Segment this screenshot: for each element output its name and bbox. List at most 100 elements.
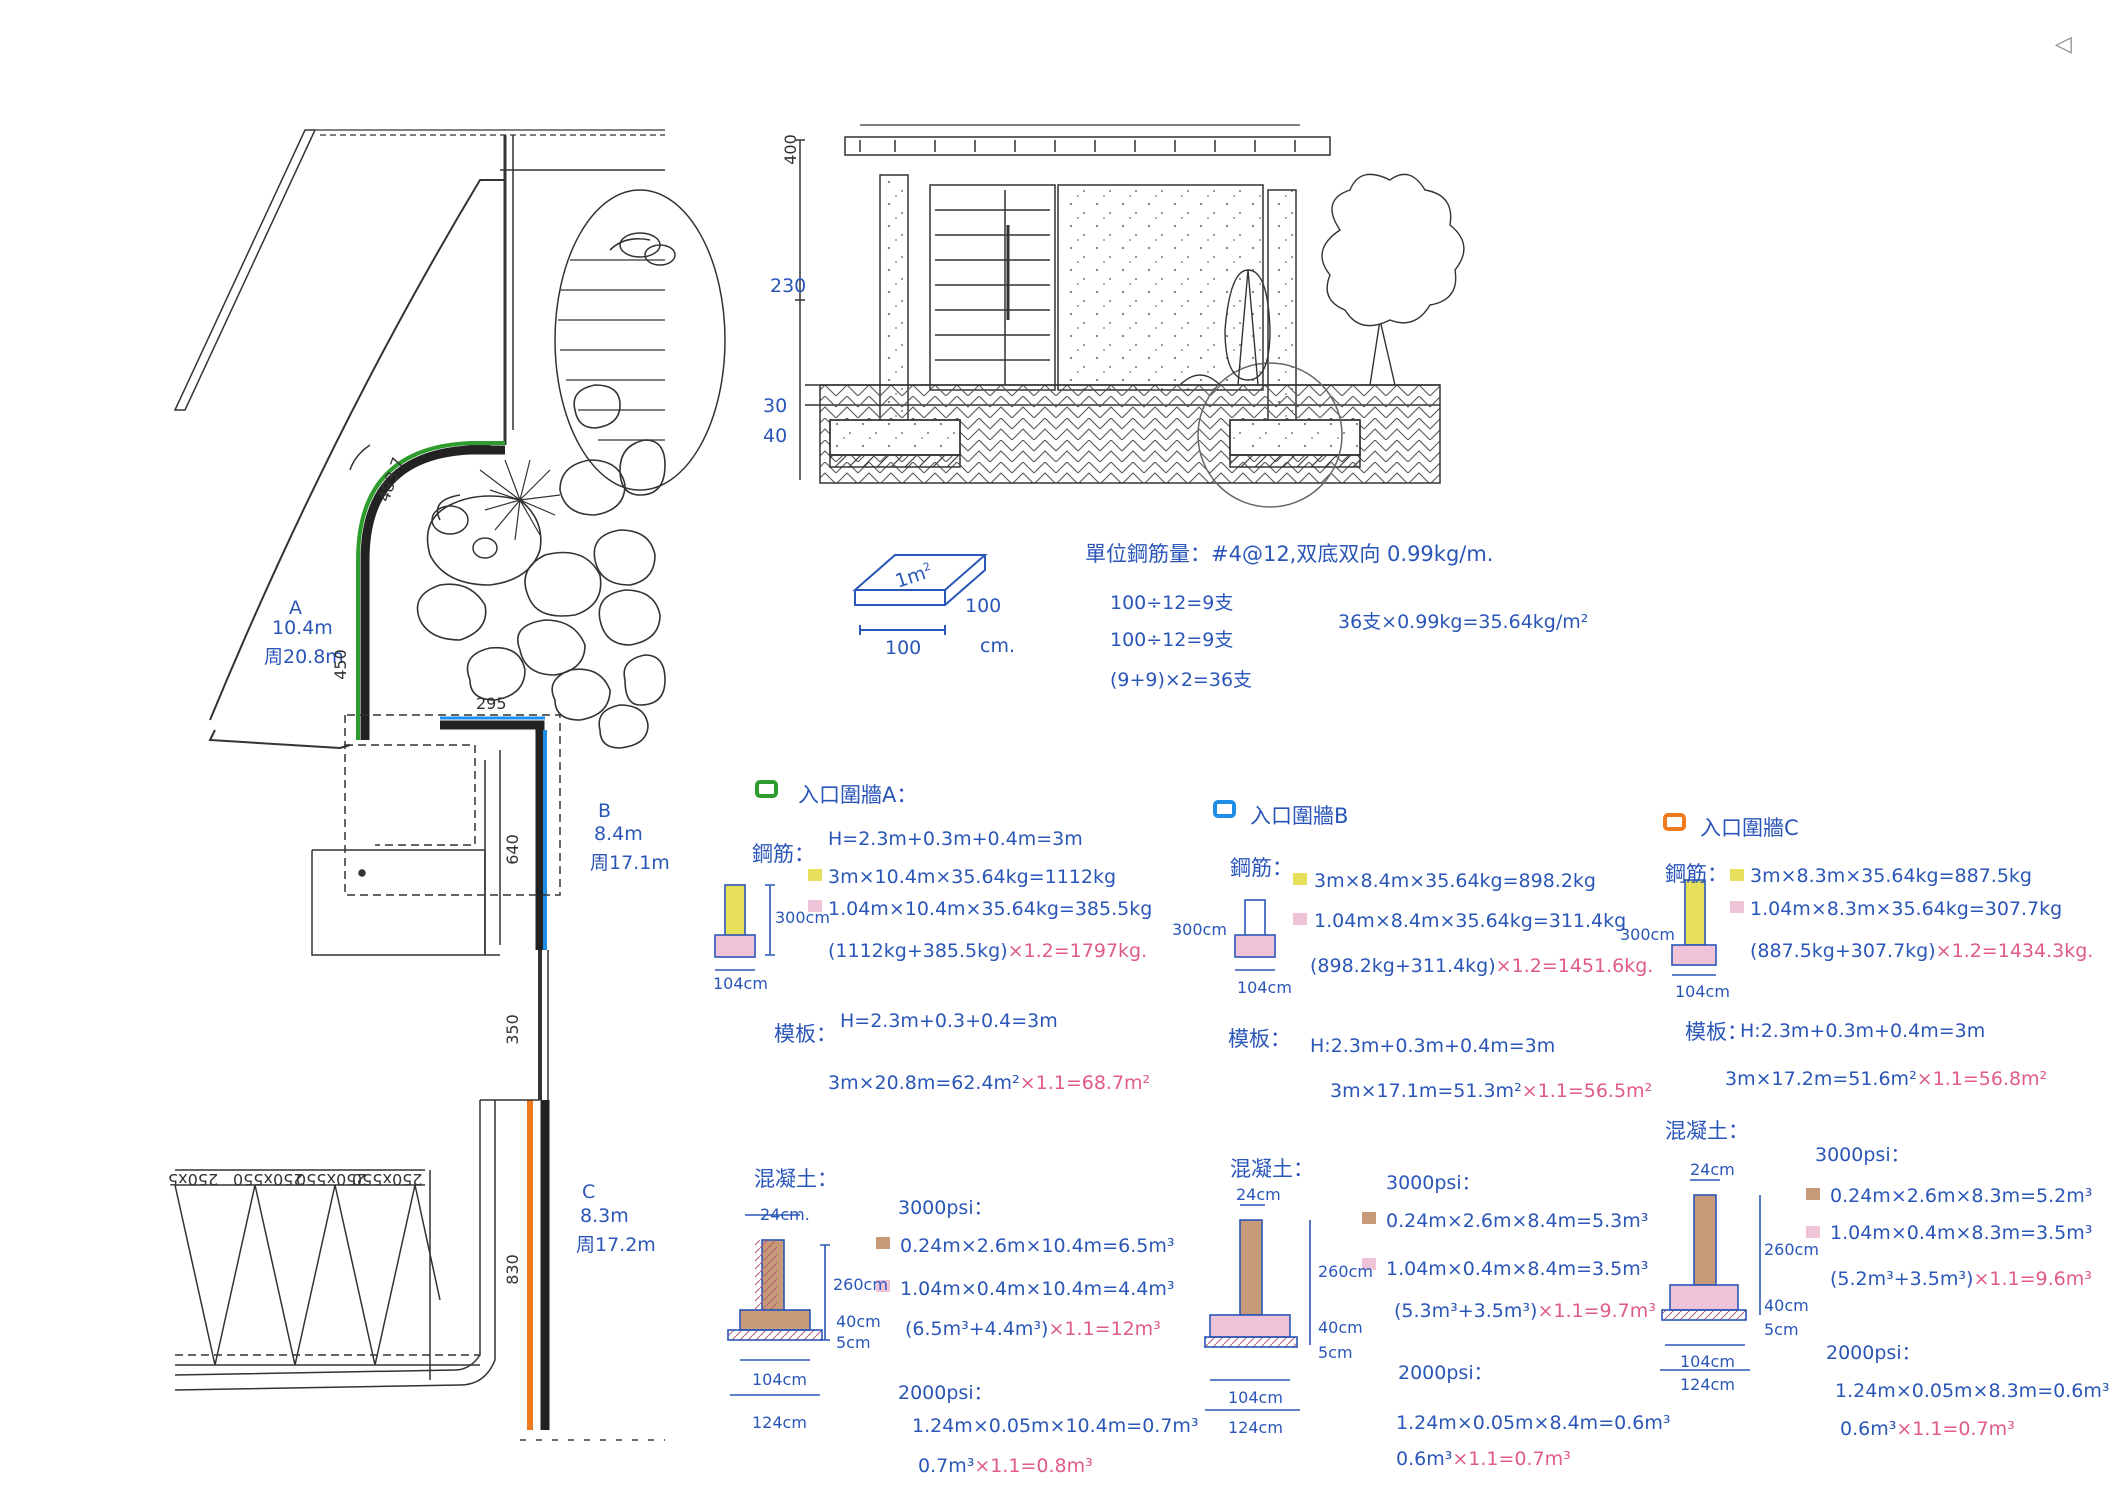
wall-a-title: 入口圍牆A： xyxy=(798,783,918,807)
wall-a-form-label: 模板： xyxy=(774,1022,837,1046)
tile-label-2: 250x550 xyxy=(233,1170,304,1189)
wall-b-footing-h5: 5cm xyxy=(1318,1343,1353,1362)
wall-c-footing-h40: 40cm xyxy=(1764,1296,1809,1315)
wall-a-c2-line1: 1.24m×0.05m×10.4m=0.7m³ xyxy=(912,1415,1199,1437)
wall-c-footing-w104: 104cm xyxy=(1680,1352,1735,1371)
wall-elevations xyxy=(714,879,1717,976)
wall-a-footing-top: 24cm. xyxy=(760,1205,810,1224)
wall-b-elev-height: 300cm xyxy=(1172,920,1227,939)
wall-a-rebar-sum: (1112kg+385.5kg) xyxy=(828,940,1008,962)
wall-a-form-height: H=2.3m+0.3+0.4=3m xyxy=(840,1010,1058,1032)
wall-a-psi2000: 2000psi： xyxy=(898,1382,993,1404)
wall-a-c-line1: 0.24m×2.6m×10.4m=6.5m³ xyxy=(900,1235,1175,1257)
wall-a-c2-total: ×1.1=0.8m³ xyxy=(974,1455,1093,1477)
wall-c-rebar-label: 鋼筋： xyxy=(1665,862,1728,886)
wall-c-rebar-sum: (887.5kg+307.7kg) xyxy=(1750,940,1936,962)
wall-c-length: 8.3m xyxy=(580,1205,629,1227)
wall-a-c2-line2: 0.7m³ xyxy=(918,1455,975,1477)
wall-c-c-line1: 0.24m×2.6m×8.3m=5.2m³ xyxy=(1830,1185,2093,1207)
pink-swatch-a xyxy=(808,900,822,912)
wall-b-rebar-label: 鋼筋： xyxy=(1230,856,1293,880)
wall-a-footing-w124: 124cm xyxy=(752,1413,807,1432)
wall-b-c-line2: 1.04m×0.4m×8.4m=3.5m³ xyxy=(1386,1258,1649,1280)
wall-b-concrete-label: 混凝土： xyxy=(1230,1157,1314,1181)
pink-swatch-c2 xyxy=(1806,1226,1820,1238)
wall-b-perimeter: 周17.1m xyxy=(590,852,670,874)
wall-c-elev-height: 300cm xyxy=(1620,925,1675,944)
wall-b-rebar-line1: 3m×8.4m×35.64kg=898.2kg xyxy=(1314,870,1596,892)
pink-swatch-b xyxy=(1293,913,1307,925)
wall-c-rebar-line2: 1.04m×8.3m×35.64kg=307.7kg xyxy=(1750,898,2063,920)
wall-b-c-total: ×1.1=9.7m³ xyxy=(1537,1300,1656,1322)
wall-a-psi3000: 3000psi： xyxy=(898,1197,993,1219)
wall-c-psi3000: 3000psi： xyxy=(1815,1144,1910,1166)
wall-a-color-key xyxy=(755,780,778,798)
wall-b-label: B xyxy=(598,800,612,822)
wall-c-label: C xyxy=(582,1181,596,1203)
wall-c-concrete-label: 混凝土： xyxy=(1665,1119,1749,1143)
wall-a-c-line2: 1.04m×0.4m×10.4m=4.4m³ xyxy=(900,1278,1175,1300)
wall-b-psi3000: 3000psi： xyxy=(1386,1172,1481,1194)
wall-b-form-calc: 3m×17.1m=51.3m² xyxy=(1330,1080,1522,1102)
rebar-swatch-b xyxy=(1293,873,1307,885)
wall-c-c-line2: 1.04m×0.4m×8.3m=3.5m³ xyxy=(1830,1222,2093,1244)
wall-c-footing-top: 24cm xyxy=(1690,1160,1735,1179)
section-dim-400: 400 xyxy=(780,134,800,165)
wall-c-c2-total: ×1.1=0.7m³ xyxy=(1896,1418,2015,1440)
unit-rebar-line3: (9+9)×2=36支 xyxy=(1110,669,1253,691)
wall-b-form-total: ×1.1=56.5m² xyxy=(1521,1080,1653,1102)
tile-label-1: 250x5 xyxy=(168,1170,219,1189)
unit-rebar-title: 單位鋼筋量：#4@12,双底双向 0.99kg/m. xyxy=(1085,542,1494,566)
wall-a-c-total: ×1.1=12m³ xyxy=(1048,1318,1161,1340)
wall-a-c-sum: (6.5m³+4.4m³) xyxy=(905,1318,1049,1340)
wall-a-rebar-label: 鋼筋： xyxy=(752,842,815,866)
wall-a-rebar-total: ×1.2=1797kg. xyxy=(1007,940,1148,962)
section-dim-230: 230 xyxy=(770,275,807,297)
rebar-swatch-a xyxy=(808,869,822,881)
wall-a-footing-w104: 104cm xyxy=(752,1370,807,1389)
concrete-swatch-a xyxy=(876,1237,890,1249)
concrete-swatch-b xyxy=(1362,1212,1376,1224)
wall-a-length: 10.4m xyxy=(272,617,333,639)
concrete-swatch-c xyxy=(1806,1188,1820,1200)
wall-c-form-calc: 3m×17.2m=51.6m² xyxy=(1725,1068,1917,1090)
wall-c-c2-line2: 0.6m³ xyxy=(1840,1418,1897,1440)
wall-c-footing-h260: 260cm xyxy=(1764,1240,1819,1259)
wall-c-rebar-total: ×1.2=1434.3kg. xyxy=(1935,940,2094,962)
wall-section xyxy=(795,124,1465,508)
wall-b-length: 8.4m xyxy=(594,823,643,845)
wall-b-footing-w104: 104cm xyxy=(1228,1388,1283,1407)
wall-c-title: 入口圍牆C xyxy=(1700,816,1799,840)
wall-a-elev-height: 300cm xyxy=(775,908,830,927)
wall-b-c2-total: ×1.1=0.7m³ xyxy=(1452,1448,1571,1470)
wall-a-footing-h260: 260cm xyxy=(833,1275,888,1294)
wall-a-concrete-label: 混凝土： xyxy=(754,1167,838,1191)
wall-b-psi2000: 2000psi： xyxy=(1398,1362,1493,1384)
wall-b-rebar-sum: (898.2kg+311.4kg) xyxy=(1310,955,1496,977)
wall-c-footing-h5: 5cm xyxy=(1764,1320,1799,1339)
wall-a-footing-h5: 5cm xyxy=(836,1333,871,1352)
section-dim-30: 30 xyxy=(763,395,788,417)
wall-b-footing-h260: 260cm xyxy=(1318,1262,1373,1281)
dim-350: 350 xyxy=(502,1014,522,1045)
wall-c-color-key xyxy=(1663,813,1686,831)
unit-rebar-line1: 100÷12=9支 xyxy=(1110,592,1234,614)
wall-b-form-height: H:2.3m+0.3m+0.4m=3m xyxy=(1310,1035,1556,1057)
pink-swatch-a2 xyxy=(876,1280,890,1292)
wall-c-perimeter: 周17.2m xyxy=(576,1234,656,1256)
slab-height: 100 xyxy=(965,595,1002,617)
wall-a-footing-h40: 40cm xyxy=(836,1312,881,1331)
section-dim-40: 40 xyxy=(763,425,788,447)
dim-830: 830 xyxy=(502,1254,522,1285)
wall-a-label: A xyxy=(289,597,302,619)
tile-label-4: 250x550 xyxy=(352,1170,423,1189)
wall-b-form-label: 模板： xyxy=(1228,1027,1291,1051)
wall-c-form-total: ×1.1=56.8m² xyxy=(1916,1068,2048,1090)
wall-b-c-sum: (5.3m³+3.5m³) xyxy=(1394,1300,1538,1322)
wall-c-psi2000: 2000psi： xyxy=(1826,1342,1921,1364)
unit-slab-diagram xyxy=(852,554,988,635)
pink-swatch-b2 xyxy=(1362,1258,1376,1270)
wall-a-form-calc: 3m×20.8m=62.4m² xyxy=(828,1072,1020,1094)
rebar-swatch-c xyxy=(1730,869,1744,881)
